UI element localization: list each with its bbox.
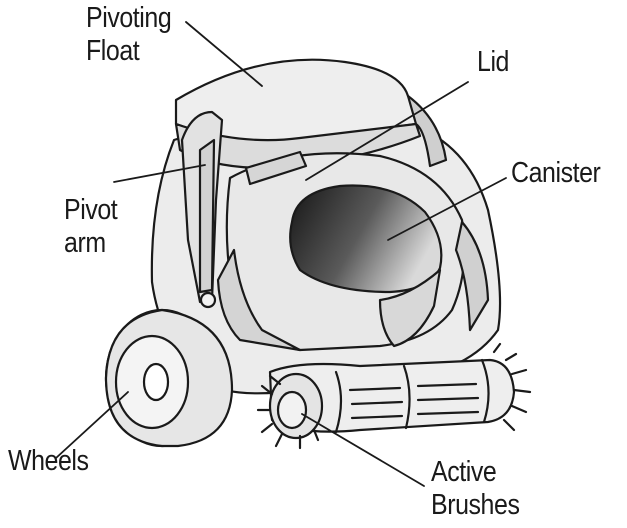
label-pivoting-float-line2: Float <box>86 35 140 67</box>
label-active-brushes: Active Brushes <box>431 456 520 522</box>
label-active-brushes-line1: Active <box>431 456 497 488</box>
label-lid: Lid <box>477 46 509 79</box>
leader-canister <box>387 177 507 241</box>
label-pivot-arm-line1: Pivot <box>64 194 118 226</box>
leader-wheels <box>55 391 129 459</box>
label-wheels-text: Wheels <box>8 445 89 477</box>
label-active-brushes-line2: Brushes <box>431 489 520 521</box>
canister <box>289 184 443 294</box>
leader-lines <box>55 21 507 487</box>
label-canister-text: Canister <box>511 157 601 189</box>
label-wheels: Wheels <box>8 445 89 478</box>
leader-lid <box>305 81 469 181</box>
label-pivoting-float-line1: Pivoting <box>86 2 172 34</box>
leader-pivot-arm <box>113 164 206 183</box>
label-pivoting-float: Pivoting Float <box>86 2 172 68</box>
leader-pivoting-float <box>185 21 263 87</box>
label-pivot-arm-line2: arm <box>64 227 106 259</box>
leader-brushes <box>301 413 425 487</box>
label-canister: Canister <box>511 157 601 190</box>
label-lid-text: Lid <box>477 46 509 78</box>
label-pivot-arm: Pivot arm <box>64 194 118 260</box>
